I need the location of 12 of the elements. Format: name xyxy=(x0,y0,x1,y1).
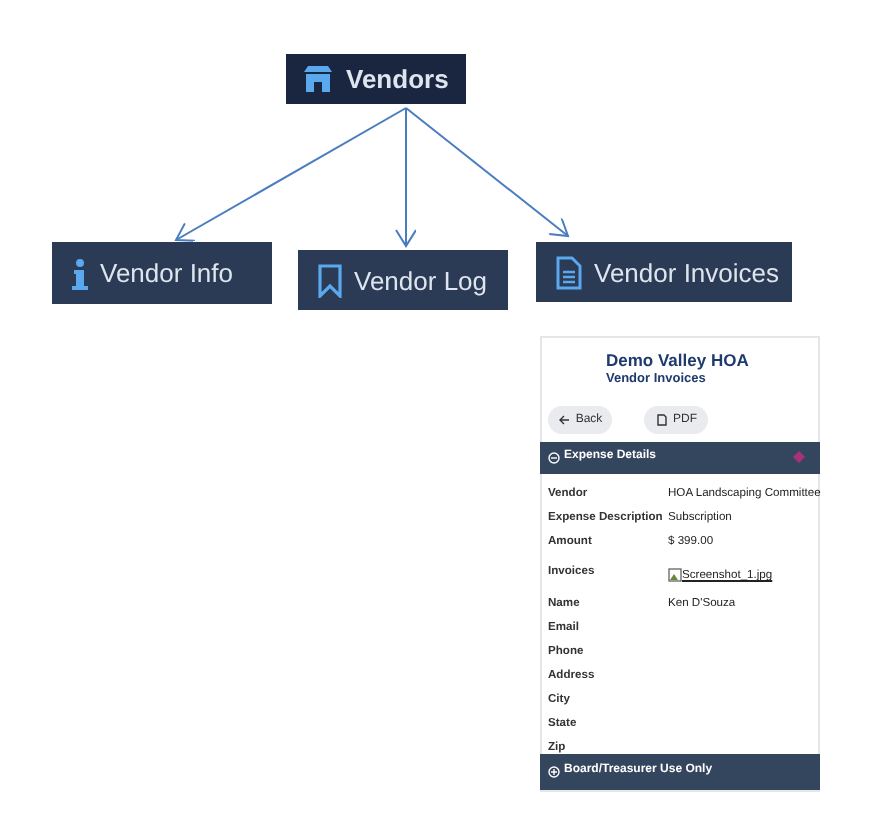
arrow xyxy=(175,107,407,242)
node-label: Vendor Invoices xyxy=(594,257,780,287)
arrow xyxy=(395,107,417,247)
node-label: Vendor Info xyxy=(100,258,233,288)
node-label: Vendors xyxy=(346,64,449,94)
menu-item-box xyxy=(286,54,466,104)
org-name: Demo Valley HOA xyxy=(606,352,749,371)
node-label: Vendor Log xyxy=(354,265,488,295)
menu-item-box xyxy=(298,250,508,310)
arrow xyxy=(405,107,569,237)
menu-item-box xyxy=(536,242,792,302)
menu-item-box xyxy=(52,242,272,304)
